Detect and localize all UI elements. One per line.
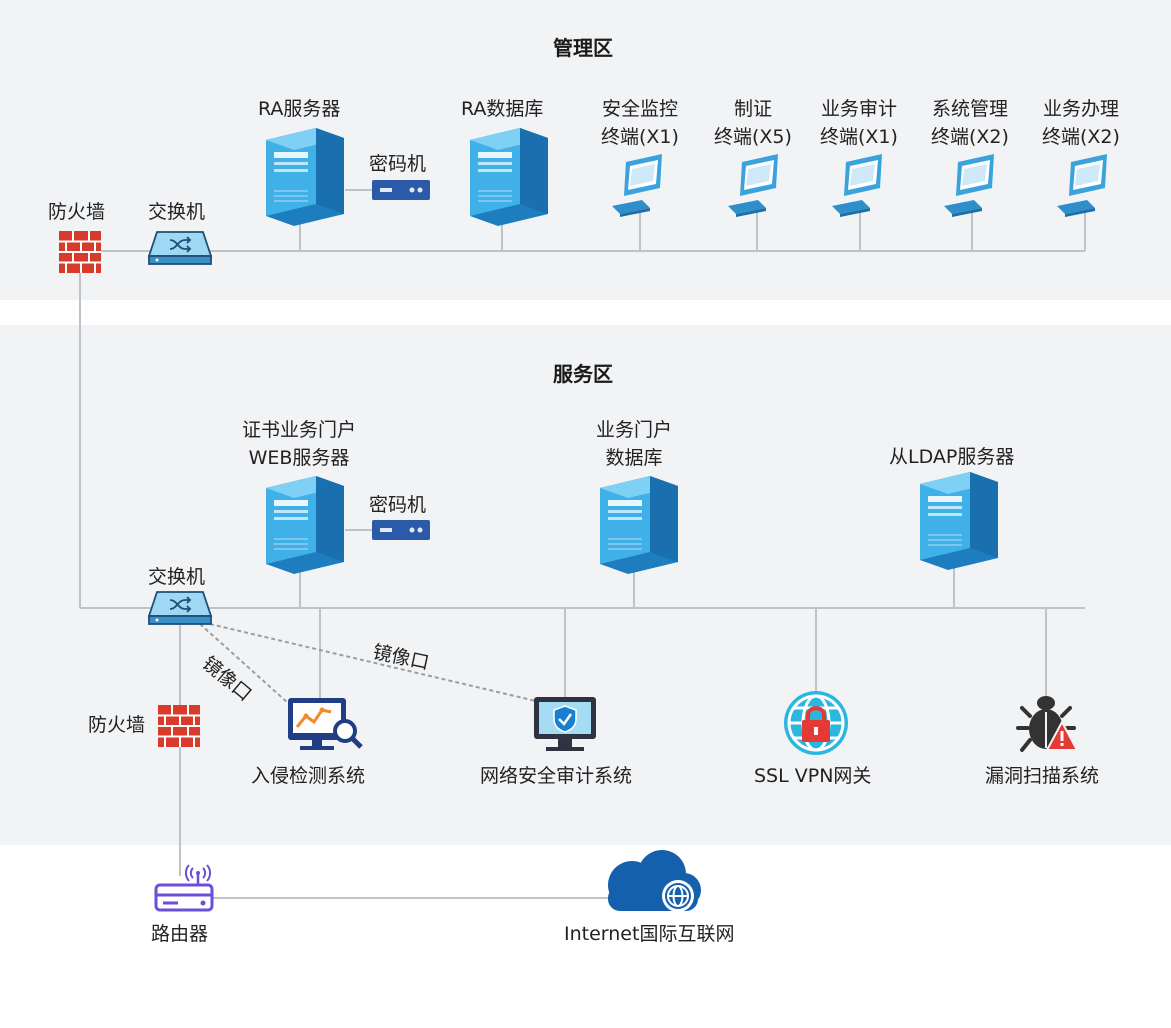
terminal-icon [944, 154, 994, 217]
terminal-icon [728, 154, 778, 217]
switch-icon [148, 231, 212, 265]
management-zone-title: 管理区 [553, 36, 613, 60]
ldap-server-label: 从LDAP服务器 [889, 446, 1015, 468]
router-label: 路由器 [151, 923, 209, 945]
terminal-icon [832, 154, 882, 217]
ssl-vpn-label: SSL VPN网关 [754, 765, 872, 787]
cipher-machine-label: 密码机 [369, 153, 427, 175]
firewall-icon [58, 230, 102, 274]
firewall-icon [157, 704, 201, 748]
ids-label: 入侵检测系统 [251, 765, 366, 787]
ra-database-icon [470, 128, 548, 226]
internet-cloud-icon [608, 850, 701, 912]
audit-system-icon [534, 697, 596, 751]
firewall-label: 防火墙 [88, 714, 146, 736]
audit-system-label: 网络安全审计系统 [480, 765, 633, 787]
ssl-vpn-icon [784, 691, 848, 755]
router-icon [154, 864, 214, 912]
terminal-icon [612, 154, 662, 217]
cipher-machine-icon [372, 520, 430, 540]
ra-server-label: RA服务器 [258, 98, 341, 120]
terminal-label: 制证终端(X5) [714, 98, 792, 148]
vuln-scan-icon [1016, 696, 1079, 752]
portal-web-server-icon [266, 476, 344, 574]
terminal-label: 业务审计终端(X1) [820, 98, 898, 148]
terminal-icon [1057, 154, 1107, 217]
firewall-label: 防火墙 [48, 201, 106, 223]
portal-database-label: 业务门户数据库 [595, 419, 672, 469]
ids-icon [288, 698, 363, 750]
ldap-server-icon [920, 472, 998, 570]
terminal-label: 业务办理终端(X2) [1042, 98, 1120, 148]
ra-database-label: RA数据库 [461, 98, 544, 120]
portal-database-icon [600, 476, 678, 574]
cipher-machine-icon [372, 180, 430, 200]
ra-server-icon [266, 128, 344, 226]
switch-label: 交换机 [148, 566, 206, 588]
switch-icon [148, 591, 212, 625]
terminal-label: 安全监控终端(X1) [601, 98, 679, 148]
cipher-machine-label: 密码机 [369, 494, 427, 516]
terminal-label: 系统管理终端(X2) [931, 98, 1009, 148]
service-zone [0, 325, 1171, 845]
internet-label: Internet国际互联网 [564, 923, 735, 945]
switch-label: 交换机 [148, 201, 206, 223]
service-zone-title: 服务区 [553, 362, 613, 386]
vuln-scan-label: 漏洞扫描系统 [985, 765, 1100, 787]
